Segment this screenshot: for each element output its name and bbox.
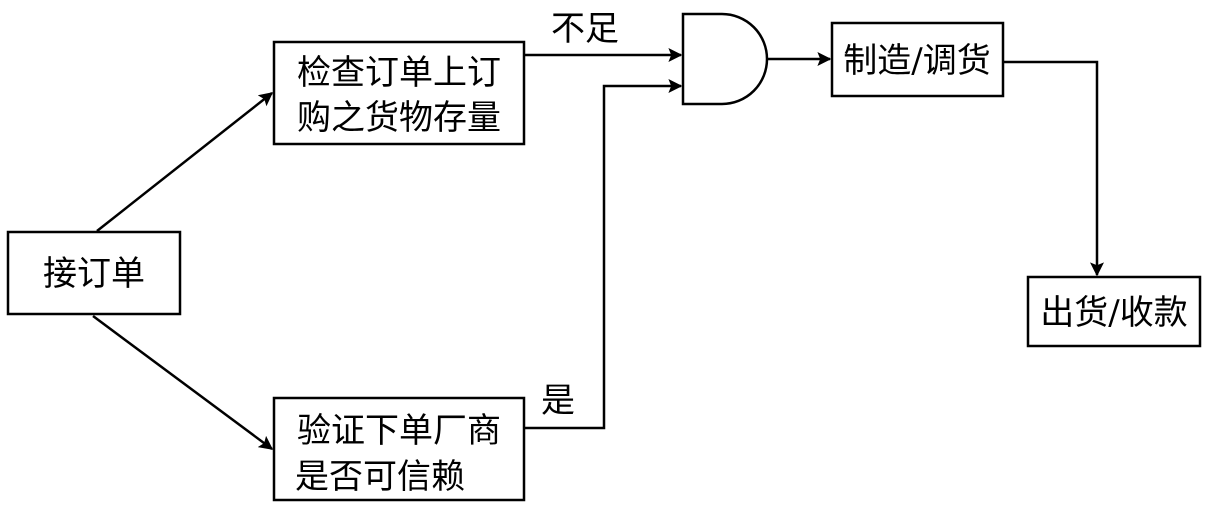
edge-receive-to-verify-arrow	[92, 314, 274, 451]
node-manufacture: 制造/调货	[830, 21, 1005, 98]
node-receive-order-label: 接订单	[43, 254, 145, 294]
edge-label-yes: 是	[541, 381, 575, 421]
node-ship: 出货/收款	[1026, 275, 1202, 348]
edge-manufacture-to-ship-arrow	[1003, 60, 1104, 277]
node-verify-vendor: 验证下单厂商 是否可信赖	[272, 396, 526, 502]
edge-verify-to-gate-arrow	[524, 79, 683, 430]
and-gate	[681, 12, 769, 106]
node-verify-vendor-label-line-1: 验证下单厂商	[297, 411, 501, 451]
edge-receive-to-check-arrow	[96, 92, 274, 232]
node-ship-label: 出货/收款	[1040, 293, 1187, 333]
node-manufacture-box	[830, 21, 1005, 98]
node-check-stock-box	[272, 40, 526, 146]
node-verify-vendor-label-line-2: 是否可信赖	[295, 457, 465, 497]
node-receive-order-box	[6, 230, 182, 316]
node-check-stock: 检查订单上订 购之货物存量	[272, 40, 526, 146]
node-check-stock-label-line-1: 检查订单上订	[297, 53, 501, 93]
node-receive-order: 接订单	[6, 230, 182, 316]
edge-label-insufficient: 不足	[551, 9, 619, 49]
node-verify-vendor-box	[272, 396, 526, 502]
node-manufacture-label: 制造/调货	[843, 41, 990, 81]
node-ship-box	[1026, 275, 1202, 348]
node-check-stock-label-line-2: 购之货物存量	[297, 98, 501, 138]
